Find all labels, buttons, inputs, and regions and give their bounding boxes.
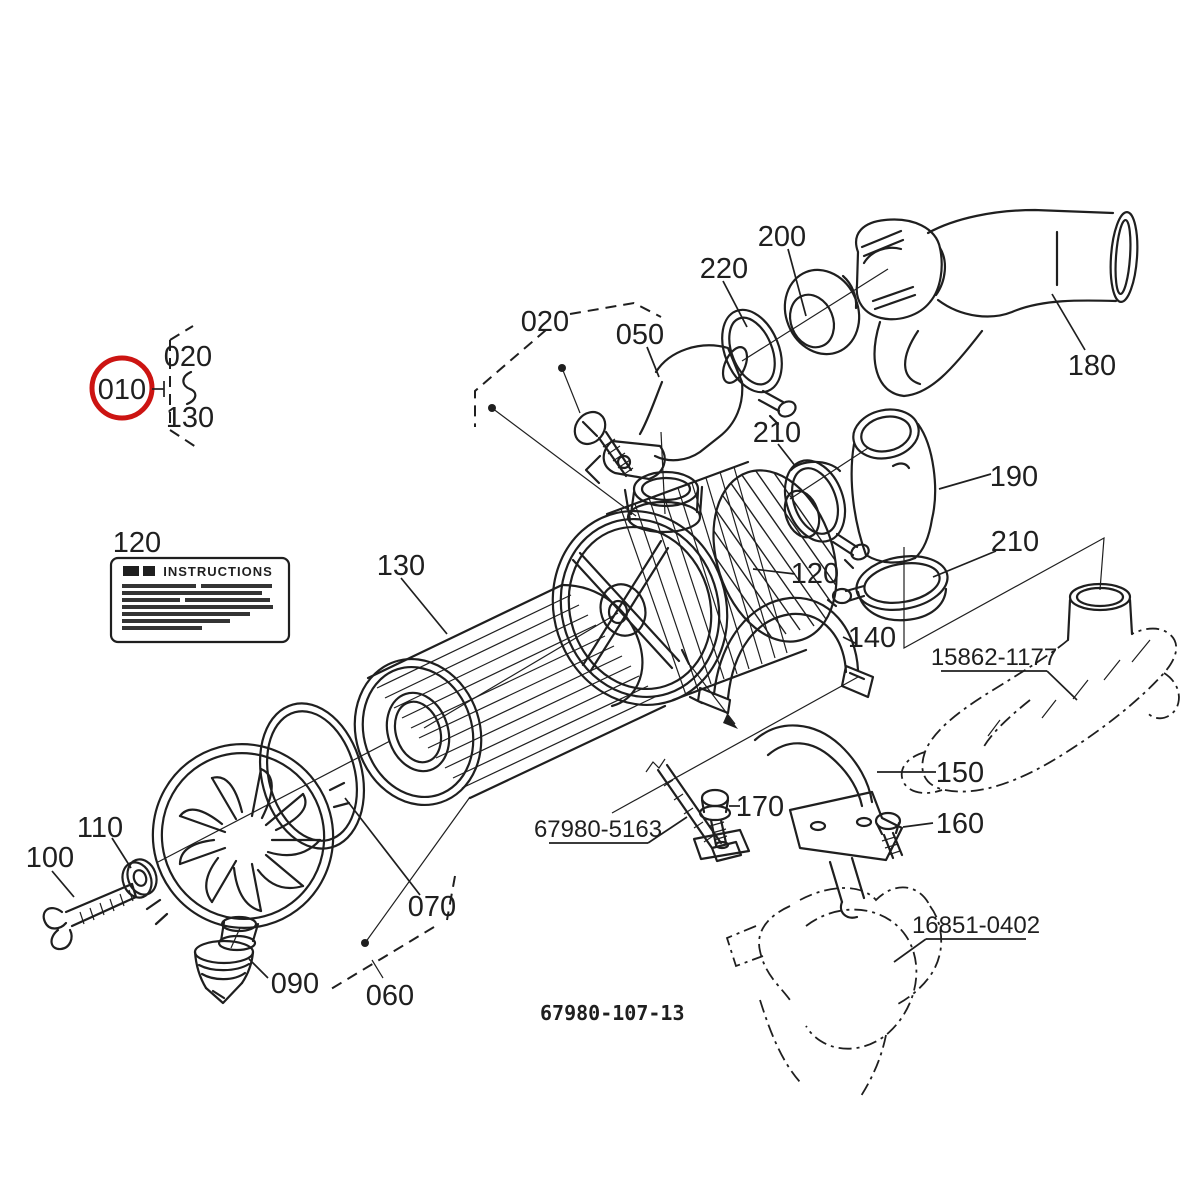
bolt-160-drawing	[874, 811, 904, 860]
clamp-210-lower-drawing	[826, 555, 949, 622]
callout-020: 020	[521, 306, 569, 338]
highlight-circle	[89, 355, 155, 421]
oring-070-drawing	[258, 702, 366, 850]
part-code-intake-manifold: 15862-1177	[931, 644, 1057, 671]
housing-phantom-drawing	[725, 886, 943, 1097]
callout-range-from: 020	[164, 341, 212, 373]
part-code-labels: 15862-1177 67980-5163 16851-0402 67980-1…	[534, 644, 1057, 1025]
body-cover-spider	[571, 539, 681, 674]
callout-130: 130	[377, 550, 425, 582]
callout-060: 060	[366, 980, 414, 1012]
callout-range-to: 130	[166, 402, 214, 434]
callout-190: 190	[990, 461, 1038, 493]
elbow-190-drawing	[850, 408, 937, 564]
callout-100: 100	[26, 842, 74, 874]
clamp-220-drawing	[721, 308, 797, 426]
range-bracket: 020 130	[164, 325, 214, 448]
dust-cap-drawing	[145, 743, 351, 952]
callout-160: 160	[936, 808, 984, 840]
callout-180: 180	[1068, 350, 1116, 382]
callout-140: 140	[848, 622, 896, 654]
strap-140-drawing	[688, 596, 875, 715]
callout-090: 090	[271, 968, 319, 1000]
part-code-stay: 67980-5163	[534, 816, 662, 843]
callout-220: 220	[700, 253, 748, 285]
callout-120-body: 120	[791, 558, 839, 590]
clamp-210-upper-drawing	[783, 459, 870, 570]
callout-070: 070	[408, 891, 456, 923]
range-tilde-glyph	[182, 370, 197, 406]
drawing-number: 67980-107-13	[540, 1001, 685, 1025]
callout-110: 110	[77, 812, 123, 844]
instructions-title: INSTRUCTIONS	[163, 564, 273, 579]
screw-020-drawing	[573, 410, 634, 478]
callout-210-lower: 210	[991, 526, 1039, 558]
washer-110-drawing	[121, 858, 158, 899]
instructions-decal-border	[109, 556, 291, 644]
instructions-decal-group: 120 INSTRUCTIONS	[109, 527, 291, 644]
hose-socket-connector	[855, 218, 946, 321]
group-020-dashes	[474, 301, 662, 517]
filter-pleats	[376, 594, 658, 789]
callout-170: 170	[736, 791, 784, 823]
decal-kanji-block-2	[143, 566, 155, 576]
callout-200: 200	[758, 221, 806, 253]
callout-050: 050	[616, 319, 664, 351]
bracket-150-drawing	[753, 724, 904, 919]
dust-valve-090-drawing	[193, 939, 255, 1005]
wing-bolt-100-drawing	[42, 882, 138, 951]
cap-fins	[178, 767, 322, 913]
construction-lines	[157, 268, 1105, 990]
hose-180-drawing	[873, 208, 1139, 398]
leader-lines	[51, 248, 1086, 979]
callout-150: 150	[936, 757, 984, 789]
intake-manifold-drawing	[900, 582, 1180, 794]
callout-010: 010	[98, 374, 146, 406]
callout-210-upper: 210	[753, 417, 801, 449]
ref-010-highlight-group: 010 020 130	[89, 325, 214, 448]
callout-120-label: 120	[113, 527, 161, 559]
callout-labels: 020 050 220 200 180 210 190 210 120 130 …	[26, 221, 1116, 1012]
decal-kanji-block	[123, 566, 139, 576]
filter-element-130-drawing	[353, 583, 667, 807]
decal-fine-print	[122, 584, 273, 630]
part-code-housing: 16851-0402	[912, 912, 1040, 939]
